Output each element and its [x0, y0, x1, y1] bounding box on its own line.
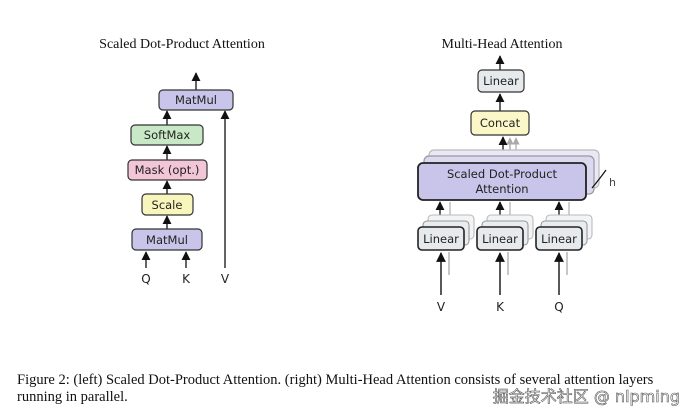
mha-input-q-label: Q [554, 300, 563, 314]
sdpa-line1: Scaled Dot-Product [447, 167, 558, 181]
softmax-box: SoftMax [130, 124, 204, 146]
linear-top-label: Linear [483, 74, 519, 88]
matmul-bottom-label: MatMul [146, 233, 188, 247]
mha-input-v-label: V [437, 300, 446, 314]
mha-panel: Multi-Head Attention Linear Concat Scale… [417, 37, 616, 314]
linear-k-box: Linear [476, 226, 524, 251]
input-v-label: V [221, 272, 230, 286]
mha-title: Multi-Head Attention [442, 37, 563, 52]
matmul-top-label: MatMul [175, 93, 217, 107]
scale-label: Scale [152, 198, 183, 212]
mask-box: Mask (opt.) [127, 159, 208, 181]
sdpa-line2: Attention [475, 182, 528, 196]
figure-caption: Figure 2: (left) Scaled Dot-Product Atte… [17, 372, 654, 405]
sdpa-title: Scaled Dot-Product Attention [99, 37, 265, 52]
linear-q-label: Linear [541, 232, 577, 246]
input-q-label: Q [141, 272, 150, 286]
sdpa-panel: Scaled Dot-Product Attention MatMul Soft… [99, 37, 265, 286]
mha-input-k-label: K [496, 300, 505, 314]
mask-label: Mask (opt.) [135, 163, 200, 177]
input-k-label: K [182, 272, 191, 286]
linear-v-label: Linear [423, 232, 459, 246]
h-bracket [591, 169, 607, 189]
concat-label: Concat [480, 116, 521, 130]
linear-top-box: Linear [477, 69, 525, 93]
scale-box: Scale [141, 193, 194, 216]
concat-box: Concat [470, 110, 530, 136]
matmul-top-box: MatMul [158, 89, 234, 111]
sdpa-box: Scaled Dot-Product Attention [417, 162, 587, 201]
linear-v-box: Linear [417, 226, 465, 251]
h-label: h [609, 176, 616, 189]
softmax-label: SoftMax [144, 128, 191, 142]
linear-q-box: Linear [535, 226, 583, 251]
matmul-bottom-box: MatMul [131, 228, 203, 251]
watermark-text: 掘金技术社区 @ nlpming [493, 387, 680, 406]
linear-k-label: Linear [482, 232, 518, 246]
